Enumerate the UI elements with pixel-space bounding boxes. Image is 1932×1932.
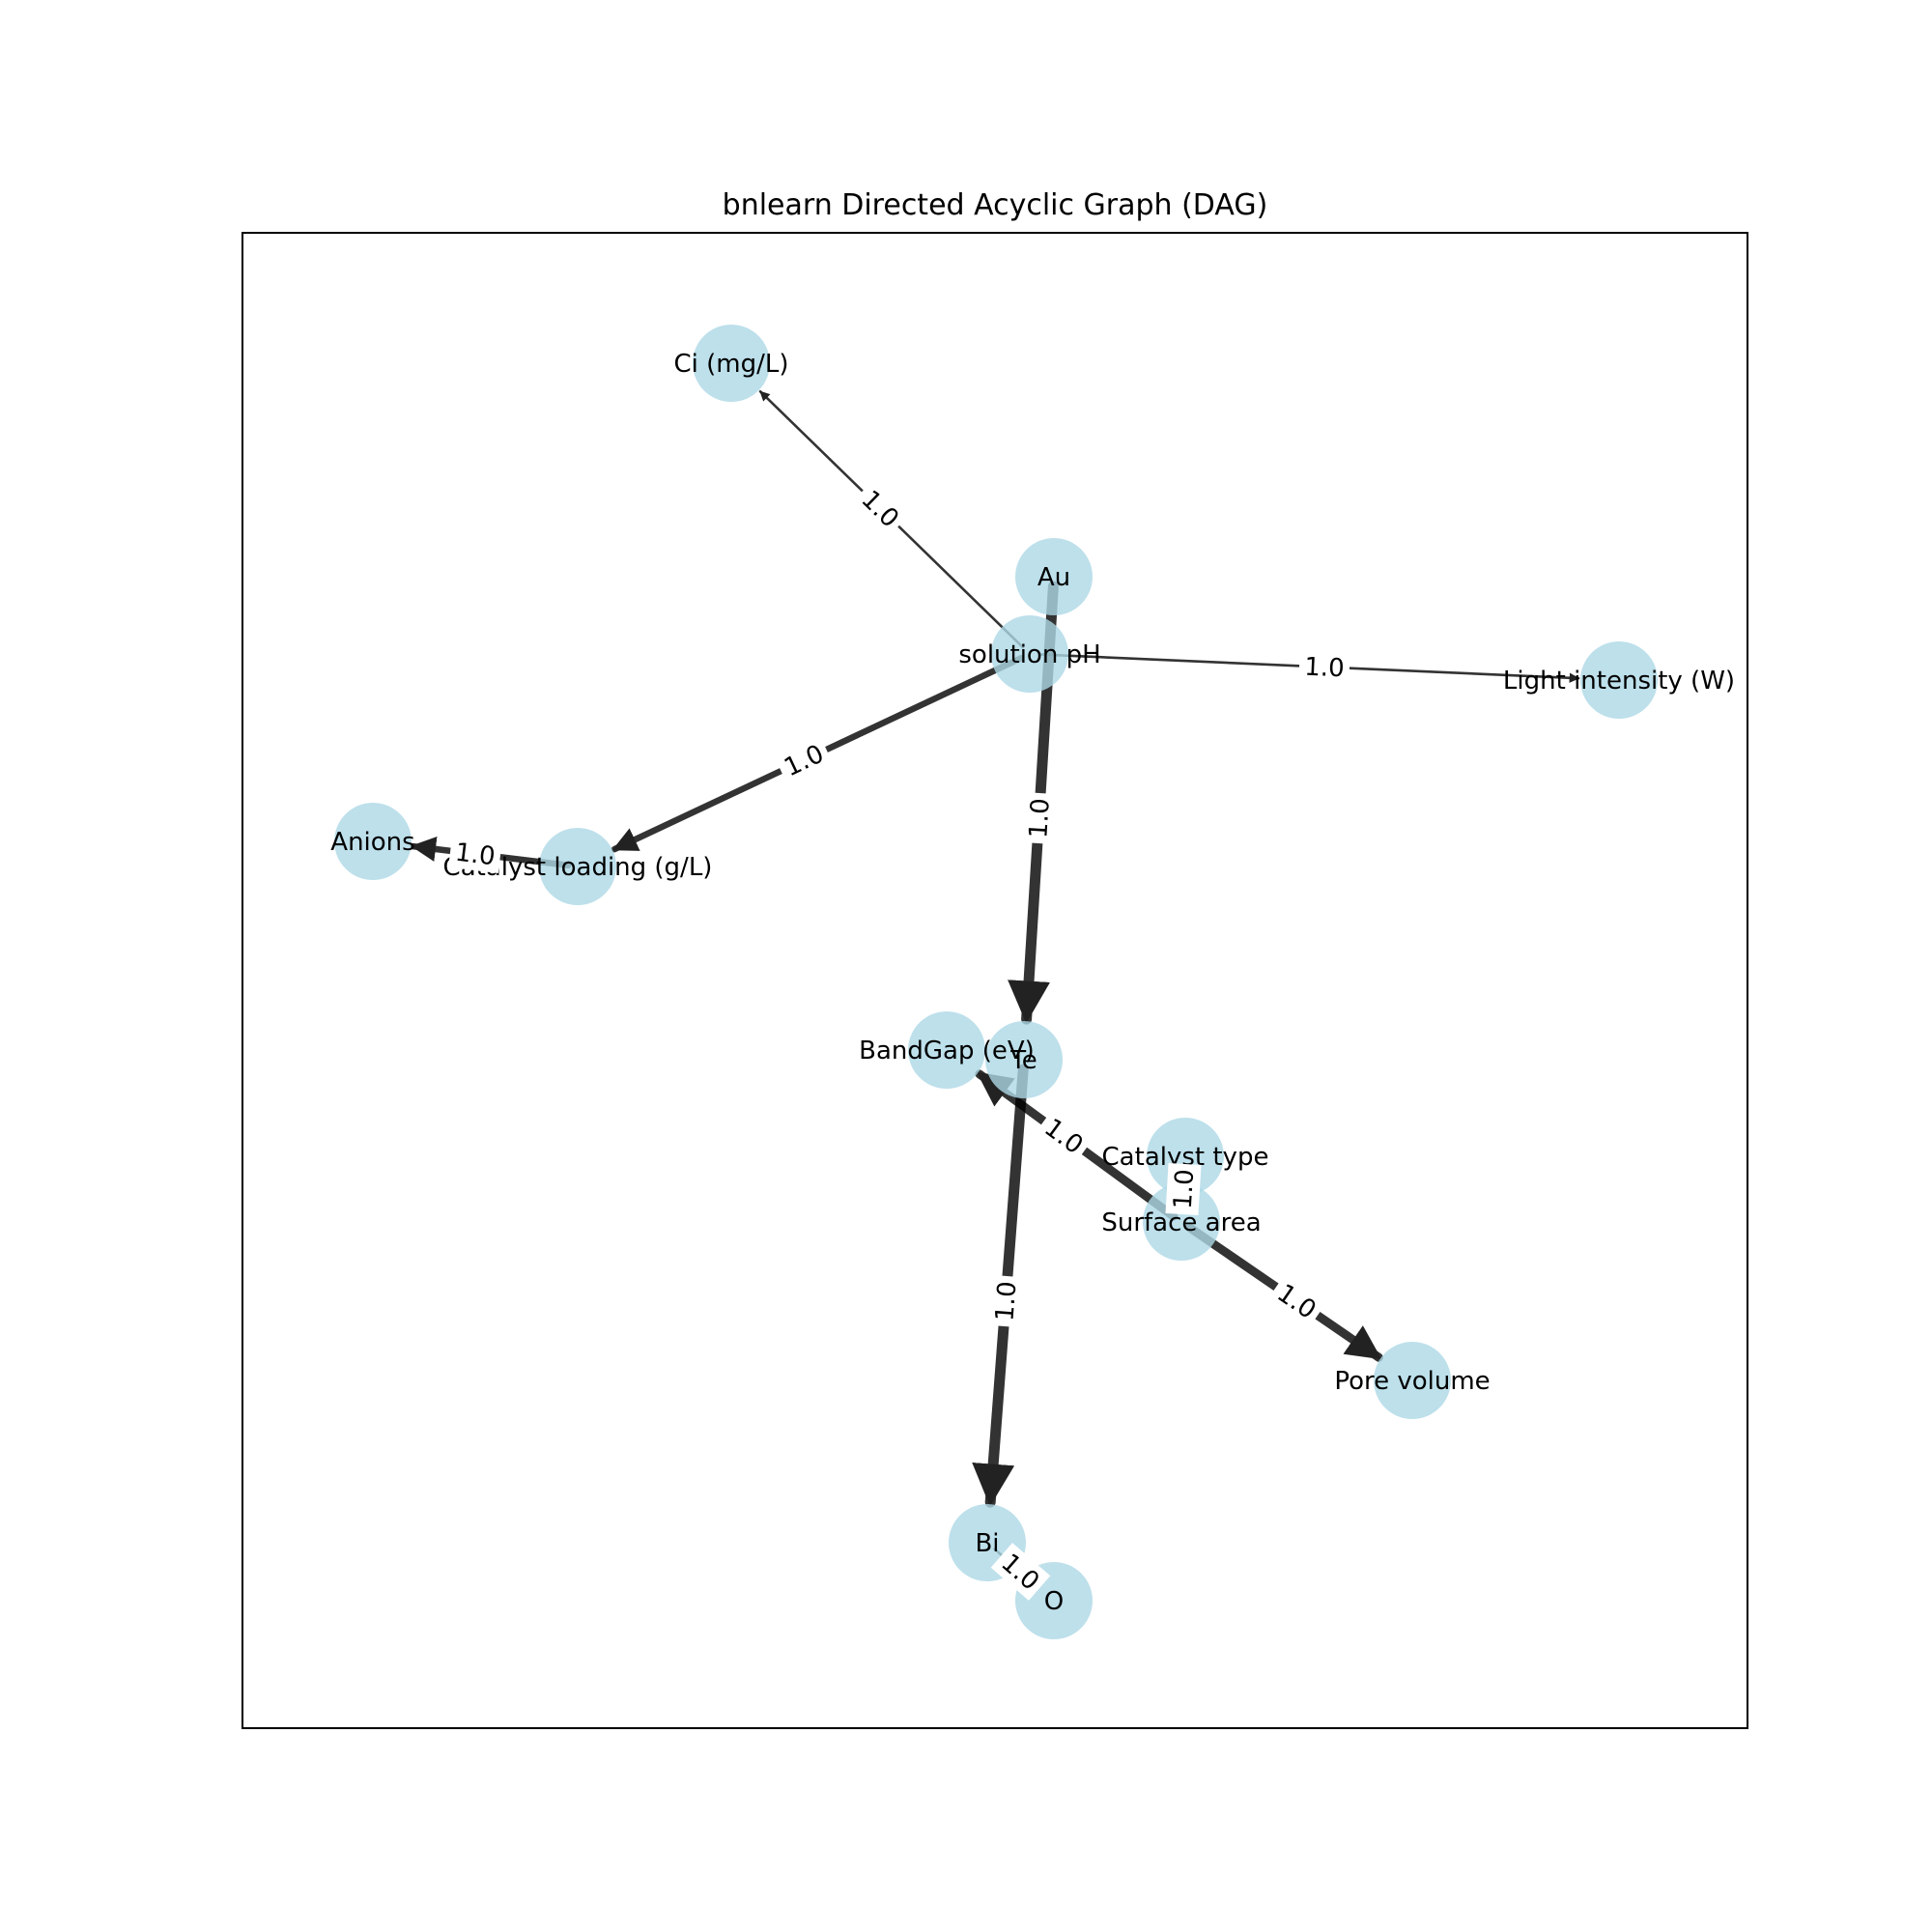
edge-label-bg [990,1543,1051,1601]
edge-label-bg [1165,1163,1202,1215]
edge-label-cattype-surface: 1.0 [1165,1163,1202,1215]
node-cattype [1147,1118,1224,1195]
edge-label-text: 1.0 [990,1280,1022,1322]
figure-title: bnlearn Directed Acyclic Graph (DAG) [723,188,1268,222]
node-anions [334,803,412,880]
node-label-anions: Anions [330,828,414,857]
node-label-bandgap: BandGap (eV) [859,1037,1035,1065]
edge-label-text: 1.0 [1304,653,1346,684]
node-label-pore: Pore volume [1334,1367,1490,1396]
edge-label-bg [1298,649,1350,685]
edge-label-te-bi: 1.0 [987,1274,1024,1328]
node-label-te: Te [1009,1046,1037,1075]
node-label-bi: Bi [975,1529,999,1558]
node-au [1015,538,1093,615]
edge-label-bg [448,834,502,874]
node-light [1580,641,1658,719]
node-label-ph: solution pH [958,640,1100,669]
node-ci [693,325,770,402]
node-label-ci: Ci (mg/L) [673,350,788,379]
edge-label-bg [987,1274,1024,1328]
node-catload [539,828,616,905]
edge-label-bg [851,479,910,538]
node-bandgap [908,1011,985,1089]
edge-label-text: 1.0 [454,838,497,872]
edge-label-bg [774,734,834,786]
node-ph [991,615,1068,693]
edge-label-ph-light: 1.0 [1298,649,1350,685]
edge-label-bg [1034,1107,1094,1165]
edge-label-text: 1.0 [1169,1169,1200,1210]
node-surface [1143,1183,1220,1261]
edge-label-bg [1020,791,1058,845]
node-label-light: Light intensity (W) [1503,667,1735,696]
plot-frame [242,232,1748,1729]
node-te [985,1021,1063,1098]
node-label-o: O [1044,1587,1064,1616]
edge-label-au-te: 1.0 [1020,791,1058,845]
node-label-au: Au [1037,563,1070,592]
edge-label-text: 1.0 [1024,797,1056,838]
nodes-layer [334,325,1658,1639]
node-pore [1374,1342,1451,1419]
edge-label-catload-anions: 1.0 [448,834,502,874]
edge-label-bg [1266,1273,1327,1329]
edge-label-ph-catload: 1.0 [774,734,834,786]
